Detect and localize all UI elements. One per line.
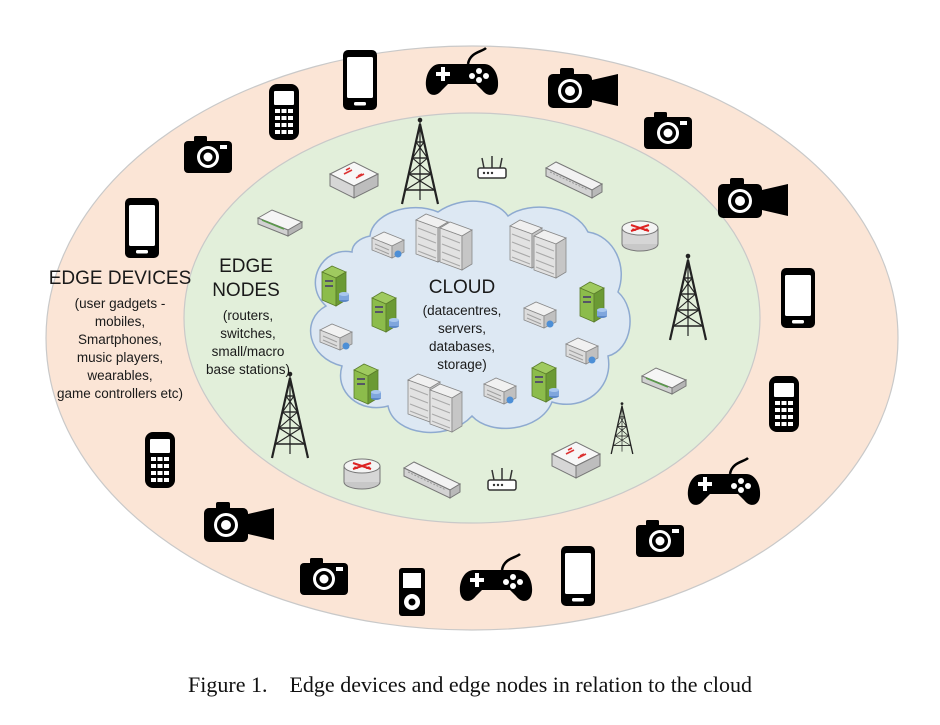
edge-devices-description-line: game controllers etc) <box>57 386 183 401</box>
cloud-server-rack-icon <box>533 229 567 279</box>
cellphone-icon <box>769 376 799 432</box>
edge-devices-description-line: mobiles, <box>95 314 145 329</box>
cloud-server-rack-icon <box>429 383 463 433</box>
cellphone-icon <box>145 432 175 488</box>
camera-icon <box>300 558 348 595</box>
edge-devices-description-line: (user gadgets - <box>75 296 166 311</box>
edge-nodes-description-line: switches, <box>220 326 276 341</box>
edge-devices-title: EDGE DEVICES <box>49 268 192 289</box>
edge-devices-description-line: Smartphones, <box>78 332 162 347</box>
cloud-description-line: storage) <box>437 357 487 372</box>
cloud-description-line: databases, <box>429 339 495 354</box>
cloud-server-tower-icon <box>371 291 400 333</box>
smartphone-icon <box>343 50 377 110</box>
cloud-server-tower-icon <box>321 265 350 307</box>
router-icon <box>621 220 659 252</box>
smartphone-icon <box>125 198 159 258</box>
cloud-description-line: servers, <box>438 321 486 336</box>
edge-nodes-title: EDGE <box>219 256 273 277</box>
edge-devices-description-line: wearables, <box>86 368 152 383</box>
camera-icon <box>636 520 684 557</box>
edge-nodes-description-line: base stations) <box>206 362 290 377</box>
edge-nodes-description-line: small/macro <box>212 344 285 359</box>
music-player-icon <box>399 568 425 616</box>
figure-number: Figure 1. <box>188 672 268 697</box>
camera-icon <box>184 136 232 173</box>
smartphone-icon <box>561 546 595 606</box>
cloud-title: CLOUD <box>429 277 496 298</box>
figure-caption-text: Edge devices and edge nodes in relation … <box>289 672 752 697</box>
cloud-server-rack-icon <box>439 221 473 271</box>
edge-nodes-description-line: (routers, <box>223 308 273 323</box>
cloud-server-tower-icon <box>531 361 560 403</box>
cloud-server-tower-icon <box>579 281 608 323</box>
cloud-server-tower-icon <box>353 363 382 405</box>
edge-nodes-title: NODES <box>212 280 280 301</box>
figure-caption: Figure 1. Edge devices and edge nodes in … <box>0 672 940 698</box>
smartphone-icon <box>781 268 815 328</box>
edge-cloud-diagram: CLOUD (datacentres, servers, databases, … <box>45 45 899 631</box>
router-icon <box>343 458 381 490</box>
edge-devices-description-line: music players, <box>77 350 163 365</box>
cloud-description-line: (datacentres, <box>423 303 502 318</box>
cellphone-icon <box>269 84 299 140</box>
camera-icon <box>644 112 692 149</box>
